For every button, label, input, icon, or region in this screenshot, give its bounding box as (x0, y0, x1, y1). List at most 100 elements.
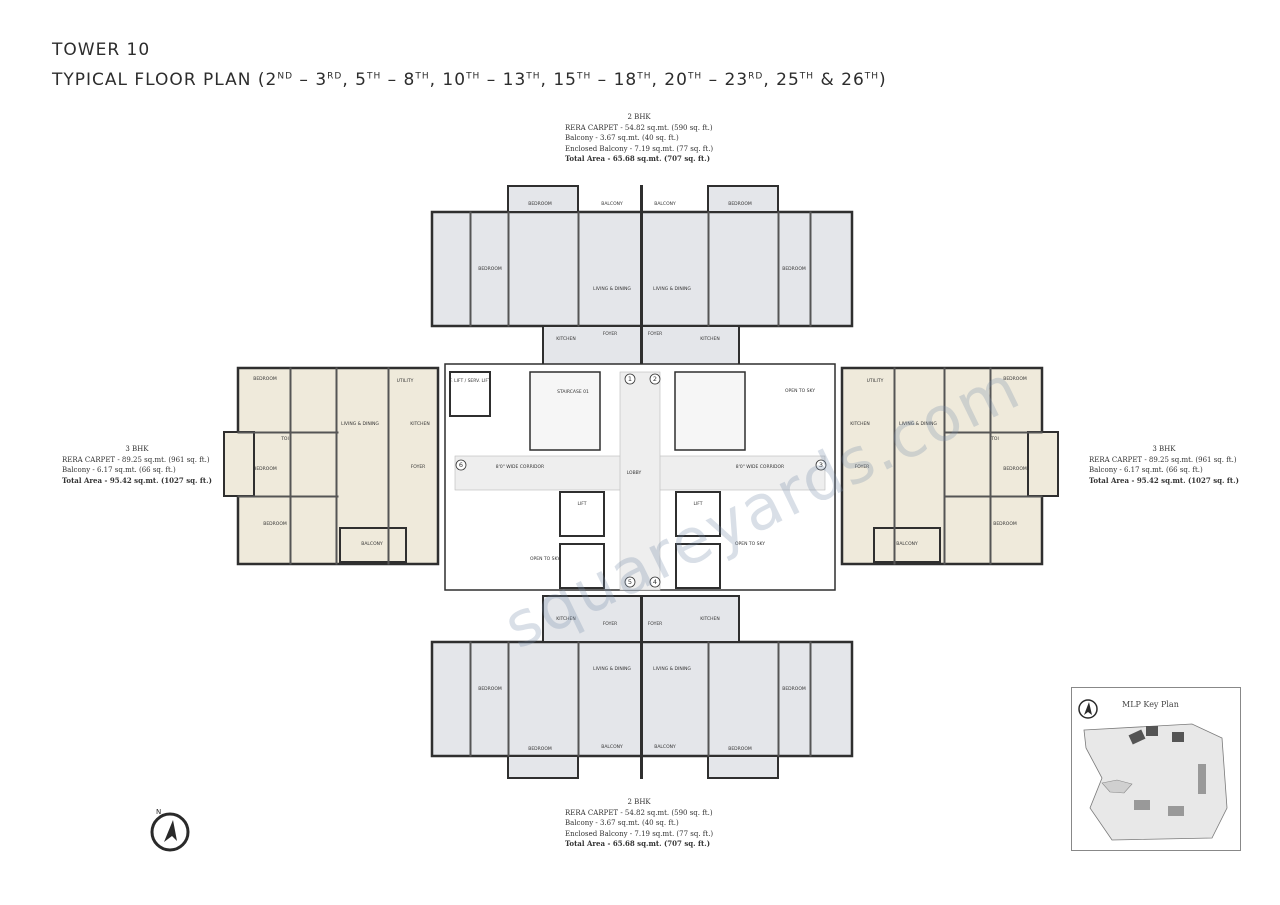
partition (777, 211, 780, 327)
lift-2 (675, 491, 721, 537)
key-plan: MLP Key Plan (1071, 687, 1241, 851)
left-balcony (339, 527, 407, 563)
partition (943, 431, 1043, 434)
partition (507, 641, 510, 757)
left-3bhk-info: 3 BHK RERA CARPET - 89.25 sq.mt. (961 sq… (62, 444, 212, 486)
living-label: LIVING & DINING (593, 666, 631, 672)
rera-carpet: RERA CARPET - 54.82 sq.mt. (590 sq. ft.) (565, 808, 713, 817)
balcony-area: Balcony - 6.17 sq.mt. (66 sq. ft.) (62, 466, 176, 474)
rera-carpet: RERA CARPET - 89.25 sq.mt. (961 sq. ft.) (1089, 455, 1237, 464)
bedroom-label: BEDROOM (528, 746, 552, 752)
floor-plan-title: TYPICAL FLOOR PLAN (2ND – 3RD, 5TH – 8TH… (52, 70, 887, 90)
north-arrow-icon: N (150, 808, 190, 852)
balcony-label: BALCONY (654, 201, 676, 207)
staircase-2 (674, 371, 746, 451)
partition (289, 367, 292, 565)
rera-carpet: RERA CARPET - 54.82 sq.mt. (590 sq. ft.) (565, 123, 713, 132)
bedroom-label: BEDROOM (253, 376, 277, 382)
partition (387, 367, 390, 565)
foyer-label: FOYER (855, 464, 870, 470)
total-area: Total Area - 95.42 sq.mt. (1027 sq. ft.) (62, 475, 212, 485)
balcony-label: BALCONY (896, 541, 918, 547)
top-party-wall (640, 185, 643, 373)
right-3bhk-unit (840, 366, 1044, 566)
grid-marker (624, 576, 636, 588)
partition (943, 495, 1043, 498)
kitchen-label: KITCHEN (850, 421, 870, 427)
bedroom-label: BEDROOM (782, 266, 806, 272)
grid-marker-number: 4 (653, 578, 657, 586)
open-to-sky-label: OPEN TO SKY (785, 388, 815, 394)
partition (943, 367, 946, 565)
corridor-label: 8'0" WIDE CORRIDOR (496, 464, 544, 470)
balcony-area: Balcony - 3.67 sq.mt. (40 sq. ft.) (565, 819, 679, 827)
grid-marker-number: 2 (653, 375, 657, 383)
right-balcony (873, 527, 941, 563)
key-plan-label: MLP Key Plan (1122, 700, 1179, 709)
partition (707, 211, 710, 327)
enclosed-balcony-area: Enclosed Balcony - 7.19 sq.mt. (77 sq. f… (565, 144, 714, 153)
grid-marker (815, 459, 827, 471)
unit-type: 3 BHK (1152, 445, 1176, 453)
foyer-label: FOYER (603, 621, 618, 627)
living-label: LIVING & DINING (653, 286, 691, 292)
balcony-label: BALCONY (601, 744, 623, 750)
utility-label: UTILITY (397, 378, 414, 384)
bedroom-label: BEDROOM (728, 746, 752, 752)
lift-1 (559, 491, 605, 537)
bottom-party-wall (640, 595, 643, 779)
lift-label: LIFT (693, 501, 702, 507)
partition (507, 211, 510, 327)
right-3bhk-info: 3 BHK RERA CARPET - 89.25 sq.mt. (961 sq… (1089, 444, 1239, 486)
title-block: TOWER 10 TYPICAL FLOOR PLAN (2ND – 3RD, … (52, 40, 887, 90)
partition (335, 367, 338, 565)
bedroom-label: BEDROOM (728, 201, 752, 207)
kitchen-label: KITCHEN (700, 616, 720, 622)
top-bedroom-2-right (707, 185, 779, 213)
grid-marker (455, 459, 467, 471)
rera-carpet: RERA CARPET - 89.25 sq.mt. (961 sq. ft.) (62, 455, 210, 464)
utility-label: UTILITY (867, 378, 884, 384)
grid-marker (649, 373, 661, 385)
partition (469, 211, 472, 327)
north-label: N (156, 808, 161, 816)
balcony-label: BALCONY (601, 201, 623, 207)
foyer-label: FOYER (648, 621, 663, 627)
bedroom-label: BEDROOM (1003, 466, 1027, 472)
foyer-label: FOYER (603, 331, 618, 337)
bedroom-label: BEDROOM (1003, 376, 1027, 382)
open-to-sky-label: OPEN TO SKY (735, 541, 765, 547)
corridor-label: 8'0" WIDE CORRIDOR (736, 464, 784, 470)
total-area: Total Area - 65.68 sq.mt. (707 sq. ft.) (565, 154, 711, 163)
right-enclosed-balcony (1027, 431, 1059, 497)
balcony-area: Balcony - 3.67 sq.mt. (40 sq. ft.) (565, 134, 679, 142)
staircase (529, 371, 601, 451)
balcony-label: BALCONY (361, 541, 383, 547)
living-label: LIVING & DINING (653, 666, 691, 672)
partition (893, 367, 896, 565)
partition (469, 641, 472, 757)
top-2bhk-info: 2 BHK RERA CARPET - 54.82 sq.mt. (590 sq… (565, 112, 713, 165)
bedroom-label: BEDROOM (528, 201, 552, 207)
fire-lift-label: F. LIFT / SERV. LIFT (449, 378, 490, 384)
staircase-label: STAIRCASE 01 (557, 389, 589, 395)
partition (577, 641, 580, 757)
left-3bhk-unit (236, 366, 440, 566)
grid-marker-number: 6 (459, 461, 463, 469)
partition (237, 495, 339, 498)
lift-label: LIFT (577, 501, 586, 507)
balcony-area: Balcony - 6.17 sq.mt. (66 sq. ft.) (1089, 466, 1203, 474)
toilet-label: TOI (990, 436, 999, 442)
enclosed-balcony-area: Enclosed Balcony - 7.19 sq.mt. (77 sq. f… (565, 829, 714, 838)
unit-type: 2 BHK (627, 798, 651, 806)
living-label: LIVING & DINING (341, 421, 379, 427)
lift-4 (559, 543, 605, 589)
bedroom-label: BEDROOM (478, 686, 502, 692)
open-to-sky-label: OPEN TO SKY (530, 556, 560, 562)
partition (237, 431, 339, 434)
grid-marker-number: 5 (628, 578, 632, 586)
partition (577, 211, 580, 327)
partition (809, 211, 812, 327)
grid-marker-number: 1 (628, 375, 632, 383)
